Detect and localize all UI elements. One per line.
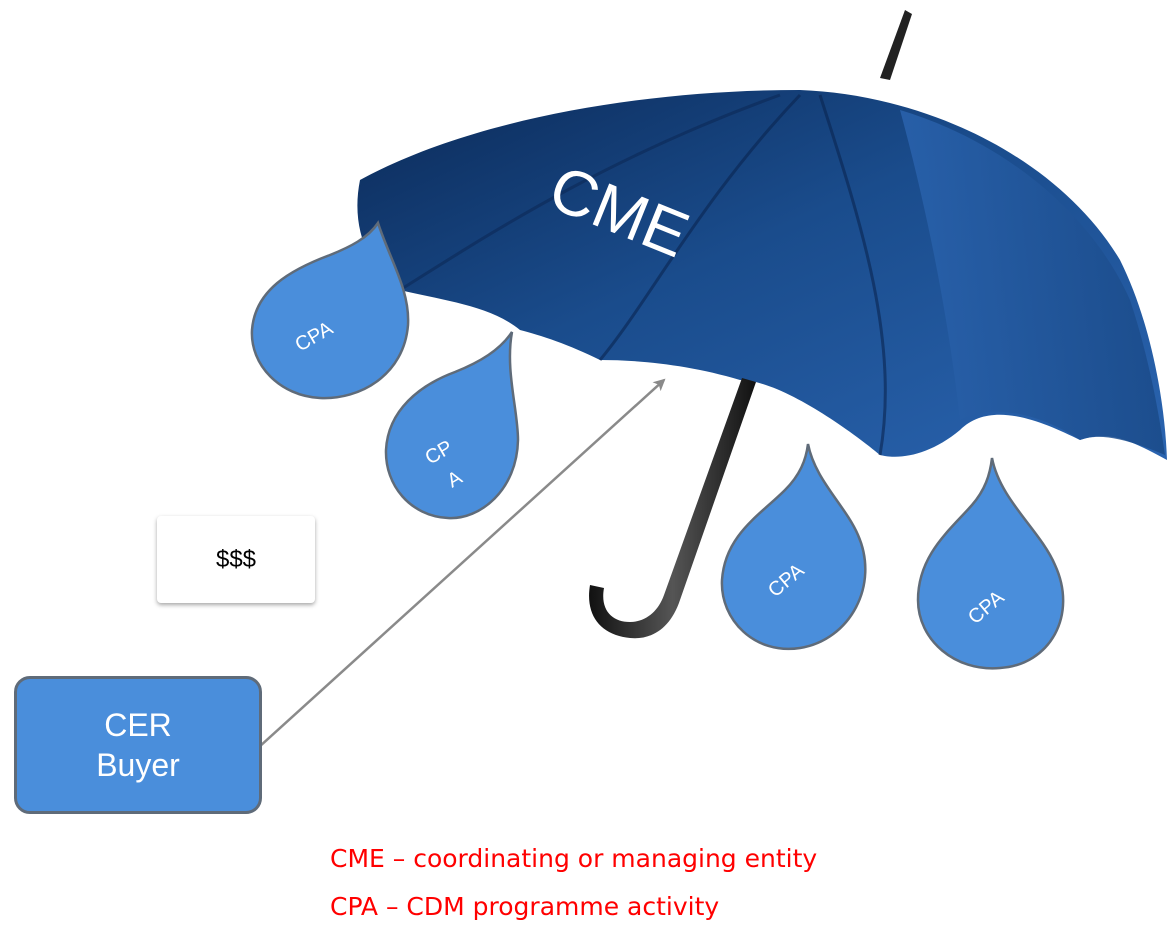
drop-shape [250,220,410,400]
drop-shape [720,443,867,651]
cpa-drop: CP A [384,331,520,520]
drop-shape [384,331,520,520]
umbrella: CME [357,10,1167,639]
buyer-line2: Buyer [96,747,180,783]
payment-arrow [236,378,666,768]
drop-shape [916,457,1065,670]
money-label: $$$ [215,545,257,573]
legend: CME – coordinating or managing entity CP… [330,835,817,931]
umbrella-panel [900,110,1165,455]
cer-buyer-box: CER Buyer [14,676,262,814]
cpa-drop: CPA [720,443,867,651]
legend-cpa: CPA – CDM programme activity [330,892,720,921]
umbrella-tip [880,10,912,80]
umbrella-rib [598,93,802,361]
buyer-line1: CER [104,707,172,743]
cpa-drop: CPA [250,220,410,400]
money-label-box: $$$ [157,516,315,603]
legend-cme: CME – coordinating or managing entity [330,844,818,873]
umbrella-rib [399,93,781,292]
umbrella-rib [818,94,887,456]
cpa-drop: CPA [916,457,1065,670]
